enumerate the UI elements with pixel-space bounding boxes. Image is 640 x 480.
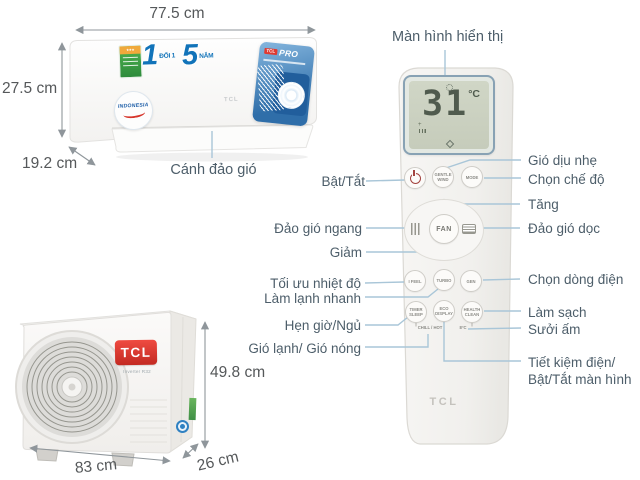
outdoor-brand-logo: TCL	[114, 339, 158, 366]
leader-timer	[365, 316, 409, 326]
lcd-temperature: 31	[422, 84, 469, 124]
energy-label: ★★★	[118, 44, 143, 79]
indoor-width-dim: 77.5 cm	[149, 5, 205, 22]
leader-chill-hot	[365, 334, 429, 348]
fan-button: FAN	[429, 214, 459, 244]
flap-callout-label: Cánh đảo gió	[170, 162, 257, 178]
eco-label: ECO	[439, 306, 449, 311]
indoor-depth-dim: 19.2 cm	[22, 155, 78, 172]
heat-8c-print: 8°C	[459, 325, 467, 330]
gentle-wind-label-1: GENTLE	[434, 172, 452, 177]
callout-turbo: Làm lạnh nhanh	[264, 291, 361, 306]
outdoor-unit-illustration	[15, 310, 210, 467]
ifeel-button: I FEEL	[404, 270, 426, 292]
callout-eco-display: Tiết kiệm điện/ Bật/Tắt màn hình	[528, 354, 632, 388]
outdoor-green-sticker	[188, 397, 197, 421]
lcd-unit: °C	[468, 88, 480, 100]
turbo-button: TURBO	[433, 269, 455, 291]
health-label: HEALTH	[463, 307, 481, 312]
turbo-label: TURBO	[436, 277, 452, 283]
warranty-5nam-sticker: 5 NĂM	[181, 38, 214, 72]
power-icon	[409, 170, 421, 184]
leader-turbo	[365, 288, 439, 298]
warranty-1-digit: 1	[141, 39, 159, 72]
clean-label: CLEAN	[464, 312, 480, 317]
outdoor-certification-badge	[176, 420, 189, 433]
outdoor-model-text: Inverter R32	[123, 369, 151, 374]
warranty-5-digit: 5	[181, 38, 199, 72]
gen-button: GEN	[460, 270, 482, 292]
indoor-body-brand: TCL	[223, 96, 239, 104]
warranty-5-text: NĂM	[199, 52, 214, 60]
swing-vertical-icon	[462, 224, 476, 234]
mode-label: MODE	[465, 174, 479, 180]
feature-banner: TCL PRO	[251, 41, 316, 127]
callout-display: Màn hình hiển thị	[392, 29, 504, 45]
warranty-1-text: ĐỔI 1	[159, 52, 176, 60]
outdoor-vent-slats	[130, 399, 167, 443]
gentle-wind-button: GENTLE WIND	[432, 166, 454, 188]
sleep-label: SLEEP	[409, 312, 423, 317]
remote-lcd-screen: 31 °C +	[409, 81, 489, 149]
health-clean-button: HEALTH CLEAN	[461, 301, 483, 323]
power-button	[404, 167, 426, 189]
leader-power	[365, 179, 406, 182]
display-label: DISPLAY	[435, 311, 453, 316]
outdoor-depth-arrow	[182, 443, 199, 459]
fan-grille	[15, 330, 129, 444]
callout-power: Bật/Tắt	[321, 174, 365, 189]
leader-heat8	[467, 327, 522, 330]
callout-swing-vertical: Đảo gió dọc	[528, 221, 601, 236]
gentle-wind-label-2: WIND	[437, 177, 449, 182]
callout-down: Giảm	[329, 245, 362, 260]
remote-display: 31 °C +	[403, 75, 495, 155]
outdoor-width-arrow	[29, 444, 171, 465]
timer-sleep-button: TIMER SLEEP	[405, 301, 427, 323]
timer-label: TIMER	[409, 307, 423, 312]
callout-swing-horizontal: Đảo gió ngang	[274, 221, 362, 236]
warranty-1doi1-sticker: 1 ĐỔI 1	[141, 39, 176, 72]
remote-brand-logo: TCL	[429, 396, 459, 408]
indoor-height-dim: 27.5 cm	[2, 80, 58, 97]
gen-label: GEN	[466, 278, 476, 284]
signal-icon	[445, 139, 455, 149]
callout-ifeel: Tối ưu nhiệt độ	[270, 276, 361, 291]
callout-eco-line1: Tiết kiệm điện/	[528, 355, 616, 370]
leader-eco	[443, 320, 521, 362]
banner-brand-chip: TCL	[264, 47, 278, 56]
callout-chill-hot: Gió lạnh/ Gió nóng	[248, 341, 361, 356]
callout-up: Tăng	[528, 197, 559, 212]
banner-series-text: PRO	[278, 47, 299, 60]
mode-button: MODE	[461, 166, 483, 188]
indoor-outlet-seam	[111, 124, 311, 129]
fan-plus-icon: +	[418, 122, 422, 128]
chill-hot-print: CHILL / HOT	[417, 325, 443, 330]
energy-label-stars: ★★★	[119, 45, 141, 55]
callout-clean: Làm sạch	[528, 305, 587, 320]
ifeel-label: I FEEL	[408, 278, 422, 284]
callout-mode: Chọn chế độ	[528, 172, 605, 187]
callout-gen: Chọn dòng điện	[528, 272, 624, 287]
mode-indicator-icon	[446, 84, 453, 91]
leader-gentle-wind	[445, 159, 521, 169]
eco-display-button: ECO DISPLAY	[433, 300, 455, 322]
callout-timer-sleep: Hẹn giờ/Ngủ	[284, 318, 361, 333]
callout-gentle-wind: Gió dịu nhẹ	[528, 153, 598, 168]
callout-eco-line2: Bật/Tắt màn hình	[528, 372, 632, 387]
swing-horizontal-icon	[411, 223, 422, 235]
depth-arrow	[68, 146, 96, 166]
fan-label: FAN	[436, 225, 452, 233]
callout-heat: Sưởi ấm	[528, 322, 581, 337]
fan-speed-icon	[419, 129, 427, 133]
leader-gen	[482, 278, 521, 281]
leader-ifeel	[364, 281, 405, 284]
outdoor-height-dim: 49.8 cm	[210, 364, 266, 381]
